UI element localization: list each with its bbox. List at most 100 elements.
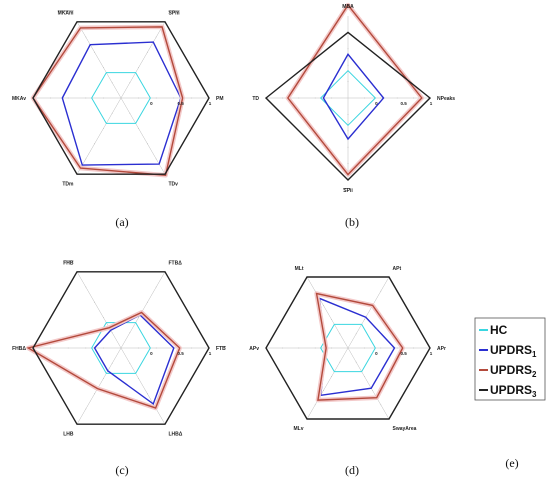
series-updrs3	[32, 271, 210, 425]
axis-label: TDm	[62, 181, 74, 187]
axis-tick	[347, 81, 349, 82]
axis-label: SPii	[343, 188, 353, 194]
axis-tick	[103, 97, 104, 99]
axis-label: MKAm	[58, 11, 74, 17]
series-updrs3	[264, 31, 432, 181]
axis-spoke	[306, 347, 349, 420]
axis-label: LHB	[63, 431, 74, 437]
axis-tick	[129, 82, 131, 84]
axis-spoke	[120, 271, 166, 349]
axis-label: LHBΔ	[169, 431, 183, 437]
axis-tick	[355, 361, 357, 363]
axis-tick	[298, 97, 300, 99]
axis-label: MBA	[342, 4, 354, 10]
series-hc	[320, 323, 376, 373]
axis-tick	[282, 97, 283, 99]
axis-label: FHBΔ	[12, 346, 26, 352]
axis-label: APr	[437, 346, 446, 352]
axis-spoke	[120, 21, 166, 99]
series-updrs2-shadow	[285, 2, 425, 177]
axis-tick	[67, 347, 69, 349]
tick-label: 0	[150, 101, 153, 106]
axis-tick	[396, 347, 398, 349]
axis-tick	[191, 97, 192, 99]
legend-entry-label: HC	[490, 323, 508, 337]
axis-tick	[191, 347, 192, 349]
axis-tick	[129, 112, 131, 114]
axis-tick	[85, 286, 87, 288]
axis-label: MKAv	[12, 96, 26, 102]
axis-tick	[380, 290, 382, 292]
axis-tick	[155, 158, 157, 160]
series-updrs2	[315, 292, 404, 401]
axis-tick	[364, 97, 365, 99]
axis-tick	[298, 347, 300, 349]
axis-tick	[138, 67, 140, 68]
series-updrs1	[322, 53, 385, 141]
axis-tick	[85, 36, 87, 38]
axis-tick	[111, 362, 113, 364]
panel-label-a: (a)	[115, 215, 128, 229]
axis-tick	[50, 97, 51, 99]
series-hc	[319, 69, 377, 127]
tick-label: 0	[150, 351, 153, 356]
axis-tick	[94, 393, 95, 395]
axis-tick	[380, 404, 382, 406]
axis-tick	[103, 128, 104, 129]
axis-tick	[347, 64, 349, 66]
series-updrs2	[32, 26, 184, 176]
series-updrs2	[26, 311, 181, 409]
axis-label: TD	[252, 96, 259, 102]
axis-tick	[138, 97, 140, 99]
axis-spoke	[76, 271, 122, 349]
tick-label: 0.5	[401, 351, 408, 356]
axis-tick	[67, 97, 69, 99]
axis-tick	[347, 146, 349, 148]
legend-entry-label: UPDRS3	[490, 383, 537, 399]
axis-tick	[413, 97, 414, 99]
axis-spoke	[306, 276, 349, 349]
axis-tick	[331, 97, 332, 99]
axis-spoke	[120, 97, 166, 175]
axis-tick	[282, 347, 283, 349]
legend-entry-subscript: 2	[532, 370, 537, 379]
legend-entry-subscript: 3	[532, 390, 537, 399]
axis-label: MLt	[295, 266, 304, 272]
axis-tick	[94, 51, 95, 53]
axis-spoke	[347, 347, 390, 420]
tick-label: 1	[209, 351, 212, 356]
axis-tick	[147, 301, 148, 303]
axis-tick	[396, 97, 398, 99]
axis-tick	[147, 143, 148, 145]
series-updrs3	[265, 276, 431, 420]
axis-tick	[355, 333, 357, 335]
axis-tick	[347, 48, 349, 50]
axis-tick	[155, 36, 157, 38]
tick-label: 1	[430, 101, 433, 106]
axis-tick	[103, 317, 104, 318]
axis-tick	[111, 82, 113, 84]
axis-tick	[331, 347, 332, 349]
axis-label: MLv	[294, 426, 304, 432]
tick-label: 0.5	[178, 101, 185, 106]
axis-tick	[103, 378, 104, 379]
axis-tick	[50, 347, 51, 349]
axis-tick	[111, 332, 113, 334]
axis-tick	[347, 130, 349, 132]
series-updrs1	[61, 41, 182, 166]
legend-entry-subscript: 1	[532, 350, 537, 359]
axis-tick	[380, 347, 382, 349]
axis-tick	[314, 97, 316, 99]
axis-tick	[155, 97, 157, 99]
axis-tick	[314, 347, 316, 349]
axis-label: FTBΔ	[169, 261, 183, 267]
axis-label: FHB	[63, 261, 74, 267]
axis-tick	[331, 376, 332, 377]
axis-label: APt	[393, 266, 402, 272]
series-hc	[91, 322, 151, 374]
